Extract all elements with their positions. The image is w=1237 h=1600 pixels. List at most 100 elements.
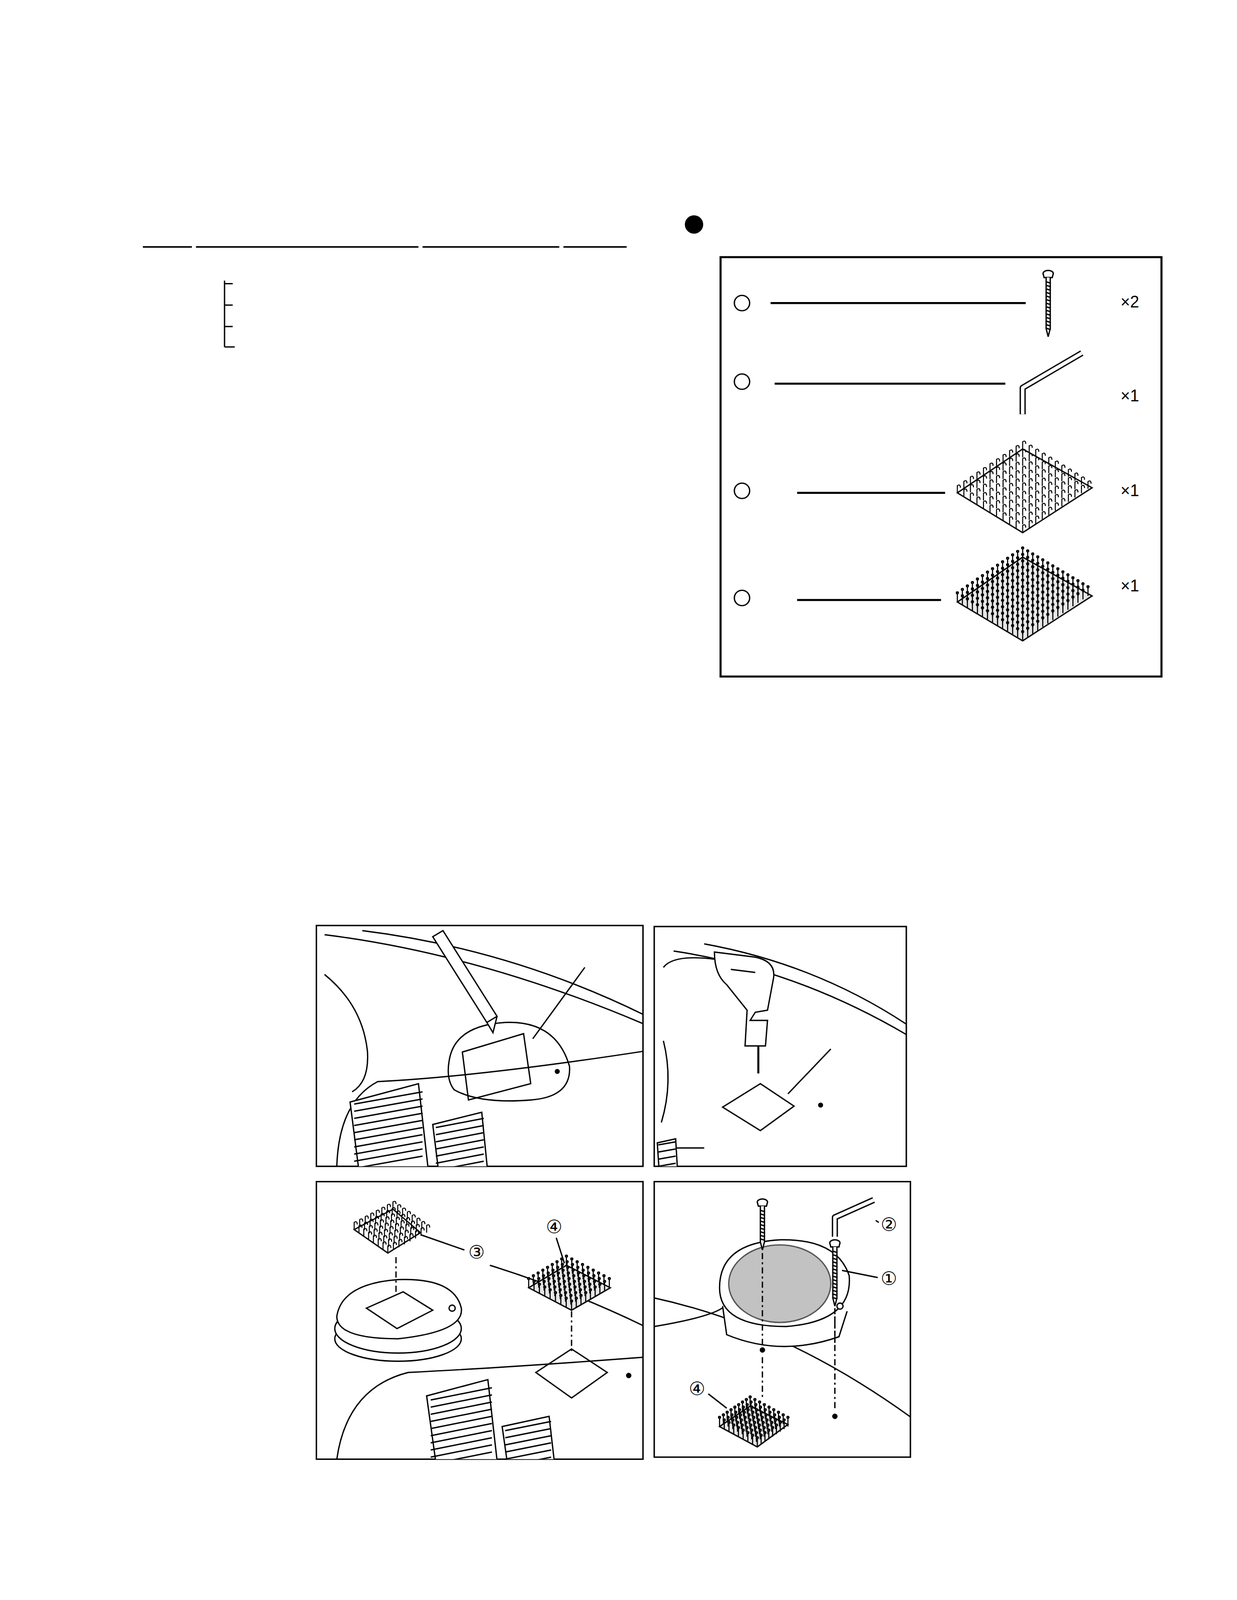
velcro-hook [1022,458,1027,466]
velcro-loop [1041,559,1044,562]
velcro-hook [1035,482,1039,491]
velcro-hook [1022,499,1027,508]
screw-head [757,1202,768,1207]
velcro-loop [733,1406,736,1409]
velcro-hook [977,497,981,505]
velcro-hook [1016,512,1020,521]
velcro-loop [581,1263,584,1266]
velcro-hook [1048,465,1052,474]
velcro-loop [1011,553,1014,556]
velcro-hook [370,1213,374,1222]
velcro-loop [976,578,979,581]
velcro-loop [1076,580,1079,582]
velcro-loop [1001,561,1004,563]
pencil [432,930,498,1033]
velcro-hook [1016,479,1020,487]
velcro-hook [407,1211,411,1220]
velcro-hook [376,1210,380,1218]
velcro-pad [719,1406,788,1448]
velcro-pad [354,1209,421,1254]
leader-line [420,1235,465,1251]
vent-slat [435,1118,485,1128]
velcro-hook [1042,503,1046,512]
velcro-loop [991,567,994,570]
velcro-hook [1022,466,1027,475]
velcro-hook [426,1225,431,1233]
velcro-hook [1075,481,1079,489]
velcro-hook [1042,461,1046,470]
item-circle [734,295,750,606]
velcro-loop [586,1266,589,1269]
quantity-mark: ×1 [1120,482,1140,499]
screw-thread [1045,313,1051,316]
device-unit [719,1240,850,1347]
screw-thread [759,1239,765,1241]
velcro-loop [571,1258,573,1261]
screw-head [1043,273,1054,278]
screw-thread [832,1276,838,1278]
velcro-hook [977,480,981,489]
screw-thread [759,1224,765,1227]
velcro-loop [560,1258,563,1261]
velcro-hook [1029,453,1033,462]
velcro-hook [1055,503,1059,511]
screw-thread [1045,288,1051,291]
velcro-loop [749,1396,752,1399]
vent-slat [354,1099,423,1112]
velcro-hook [1016,462,1020,470]
screw-thread [832,1280,838,1282]
velcro-hook [970,476,974,485]
vent-slat [505,1443,552,1453]
header-rule [142,246,627,248]
leader-line [875,1220,880,1223]
quantity-mark: ×2 [1120,293,1140,311]
device-unit [334,1279,462,1362]
velcro-hook [1048,457,1052,465]
callout-number: ④ [689,1379,706,1399]
vent-slat [354,1092,423,1105]
screw-thread [1045,292,1051,294]
velcro-hook [1029,470,1033,479]
velcro-loop [1061,571,1064,573]
screw-thread [759,1210,765,1213]
vent-slat [505,1421,552,1431]
velcro-hook [1055,486,1059,494]
vent-slat [430,1423,493,1437]
template-square [722,1084,795,1132]
velcro-hook [397,1204,401,1213]
parts-box [720,257,1162,677]
velcro-hook [1061,464,1066,473]
velcro-loop [602,1275,605,1277]
velcro-hook [990,496,994,505]
vent-slat [435,1125,485,1135]
velcro-hook [1055,469,1059,478]
velcro-loop [730,1408,733,1411]
panel-frame [316,925,911,1460]
velcro-hook [1009,483,1013,492]
velcro-hook [1022,508,1027,516]
velcro-loop [1046,562,1049,564]
screw-thread [832,1265,838,1267]
velcro-hook [1042,494,1046,503]
velcro-hook [1009,474,1013,483]
velcro-loop [551,1263,554,1266]
vent-slat [505,1450,552,1460]
velcro-loop [996,564,999,567]
vent-slat [658,1156,676,1160]
velcro-hook [1061,481,1066,490]
template-outline [448,1022,570,1101]
callout-number: ① [880,1269,898,1289]
velcro-hook [1002,496,1007,504]
vent-slat [354,1120,423,1134]
leader-line [708,1394,728,1409]
velcro-hook [1009,517,1013,525]
velcro-hook [983,492,987,501]
vent-slat [435,1154,485,1164]
screw-thread [1045,285,1051,287]
velcro-hook [1029,495,1033,504]
velcro-hook [990,504,994,513]
velcro-loop [753,1398,756,1401]
screw-thread [1045,296,1051,298]
screw-head [829,1243,841,1248]
